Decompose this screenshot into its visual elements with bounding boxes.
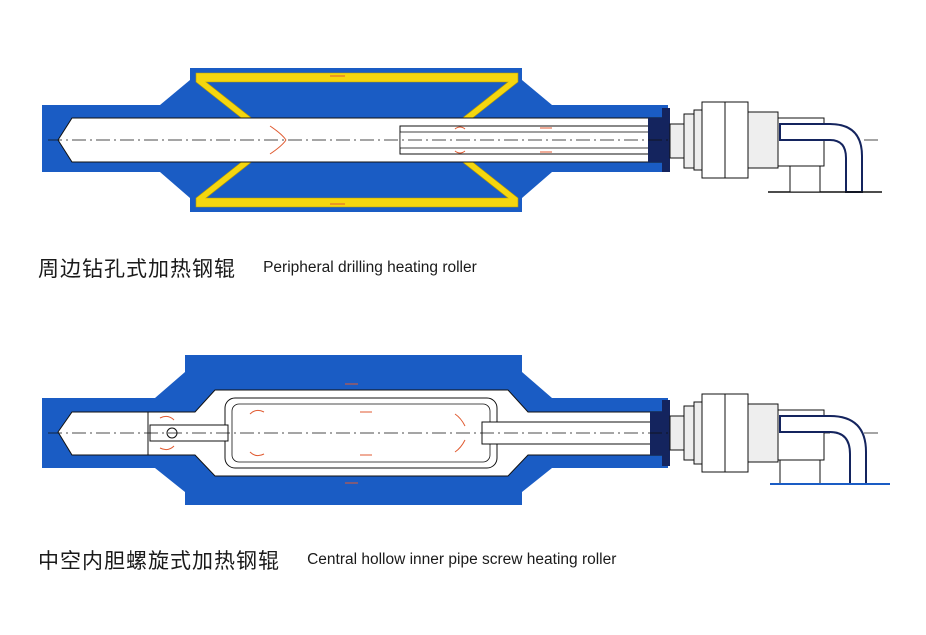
roller-1-caption-cn: 周边钻孔式加热钢辊 (38, 257, 236, 281)
roller-2-svg (42, 355, 890, 505)
roller-2-left-shaft (57, 411, 149, 456)
roller-1-caption: 周边钻孔式加热钢辊 Peripheral drilling heating ro… (38, 253, 477, 283)
roller-1-flow-arrows (269, 75, 552, 205)
roller-1-insulation-top (195, 72, 519, 121)
roller-1-svg (42, 68, 882, 212)
roller-2-caption-en: Central hollow inner pipe screw heating … (307, 551, 617, 568)
roller-2-caption-cn: 中空内胆螺旋式加热钢辊 (38, 549, 280, 573)
roller-2-flow-arrows (159, 383, 466, 484)
roller-1-insulation-bottom (195, 159, 519, 208)
central-hollow-roller-diagram (0, 345, 926, 520)
peripheral-drilling-roller-diagram (0, 50, 926, 230)
roller-2-caption: 中空内胆螺旋式加热钢辊 Central hollow inner pipe sc… (38, 545, 616, 575)
roller-1-rotary-joint (669, 101, 882, 193)
roller-2-rotary-joint (669, 393, 890, 485)
roller-1-caption-en: Peripheral drilling heating roller (263, 259, 477, 276)
